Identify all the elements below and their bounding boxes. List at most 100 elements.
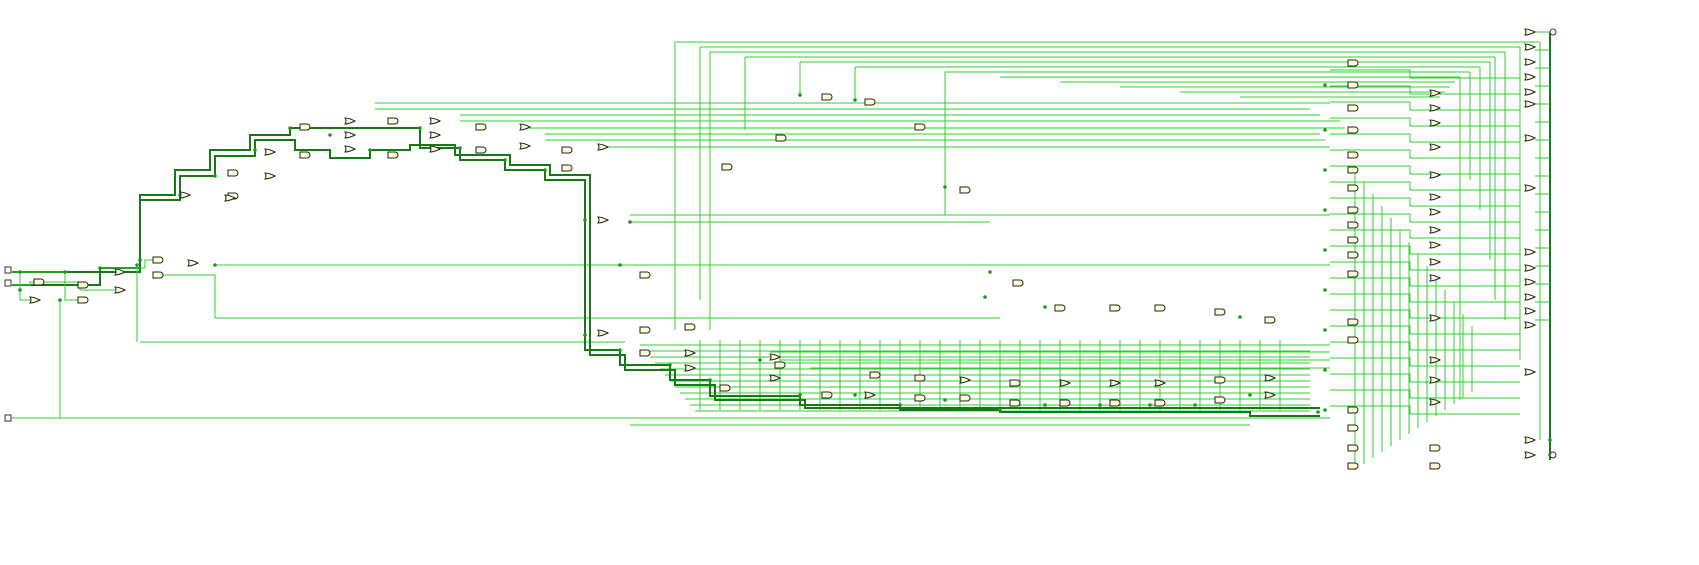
wire-junction — [708, 378, 712, 382]
wire — [1330, 261, 1520, 271]
input-pin — [4, 414, 12, 422]
xor-gate — [1429, 226, 1442, 234]
wire-junction — [1323, 368, 1327, 372]
and-gate — [1214, 308, 1226, 316]
xor-gate — [1429, 398, 1442, 406]
wire-junction — [983, 295, 987, 299]
wire-junction — [583, 218, 587, 222]
and-gate — [1347, 126, 1359, 134]
wire-junction — [1323, 83, 1327, 87]
and-gate — [721, 163, 733, 171]
wire-junction — [1248, 393, 1252, 397]
xor-gate — [114, 268, 127, 276]
and-gate — [1214, 396, 1226, 404]
wire — [1330, 389, 1520, 399]
and-gate — [684, 323, 696, 331]
wire — [1330, 197, 1520, 207]
wire-junction — [583, 333, 587, 337]
wire — [1330, 325, 1520, 335]
and-gate — [1347, 318, 1359, 326]
wire-junction — [798, 393, 802, 397]
and-gate — [639, 271, 651, 279]
wire — [1330, 341, 1520, 351]
xor-gate — [1429, 193, 1442, 201]
gate-layer — [29, 28, 1537, 470]
and-gate — [1347, 336, 1359, 344]
wire — [20, 271, 80, 301]
xor-gate — [1429, 356, 1442, 364]
wire-junction — [138, 258, 142, 262]
wire-junction — [368, 148, 372, 152]
xor-gate — [1264, 374, 1277, 382]
xor-gate — [1524, 368, 1537, 376]
wire-junction — [668, 363, 672, 367]
xor-gate — [114, 286, 127, 294]
xor-gate — [29, 296, 42, 304]
and-gate — [1347, 151, 1359, 159]
and-gate — [561, 146, 573, 154]
and-gate — [77, 281, 89, 289]
pin-layer — [4, 28, 1557, 459]
and-gate — [1347, 166, 1359, 174]
wire — [1330, 165, 1520, 175]
wire — [1330, 229, 1520, 239]
and-gate — [1154, 399, 1166, 407]
xor-gate — [684, 349, 697, 357]
input-pin — [4, 279, 12, 287]
and-gate — [1347, 59, 1359, 67]
wire — [1330, 373, 1520, 383]
xor-gate — [864, 391, 877, 399]
xor-gate — [597, 143, 610, 151]
output-pin — [1549, 451, 1557, 459]
wire-junction — [1323, 248, 1327, 252]
output-pin — [1549, 28, 1557, 36]
xor-gate — [1524, 73, 1537, 81]
and-gate — [475, 123, 487, 131]
wire — [1330, 309, 1520, 319]
wire-junction — [1098, 403, 1102, 407]
and-gate — [1214, 376, 1226, 384]
xor-gate — [1109, 379, 1122, 387]
wire — [1330, 149, 1520, 159]
wire-junction — [328, 133, 332, 137]
wire — [1330, 213, 1520, 223]
xor-gate — [1429, 89, 1442, 97]
and-gate — [914, 123, 926, 131]
wire-junction — [628, 220, 632, 224]
and-gate — [1347, 270, 1359, 278]
xor-gate — [1429, 171, 1442, 179]
xor-gate — [1524, 28, 1537, 36]
wire-junction — [63, 270, 67, 274]
and-gate — [1347, 221, 1359, 229]
and-gate — [914, 374, 926, 382]
xor-gate — [1154, 379, 1167, 387]
wire — [1330, 277, 1520, 287]
xor-gate — [1524, 58, 1537, 66]
xor-gate — [1524, 248, 1537, 256]
and-gate — [561, 164, 573, 172]
and-gate — [1347, 81, 1359, 89]
bus-wire — [12, 139, 1320, 409]
wire-junction — [1148, 403, 1152, 407]
wire-junction — [288, 126, 292, 130]
wire-junction — [1316, 410, 1320, 414]
wire-junction — [458, 146, 462, 150]
and-gate — [959, 186, 971, 194]
and-gate — [775, 134, 787, 142]
xor-gate — [344, 145, 357, 153]
xor-gate — [1524, 43, 1537, 51]
wire-junction — [998, 408, 1002, 412]
wire-junction — [98, 266, 102, 270]
wire — [1330, 293, 1520, 303]
and-gate — [639, 349, 651, 357]
wire-junction — [898, 403, 902, 407]
wire-junction — [943, 398, 947, 402]
and-gate — [1347, 236, 1359, 244]
and-gate — [1347, 444, 1359, 452]
xor-gate — [264, 148, 277, 156]
wire — [1330, 405, 1520, 415]
wire — [1330, 101, 1520, 111]
wire-junction — [1238, 315, 1242, 319]
xor-gate — [1524, 293, 1537, 301]
